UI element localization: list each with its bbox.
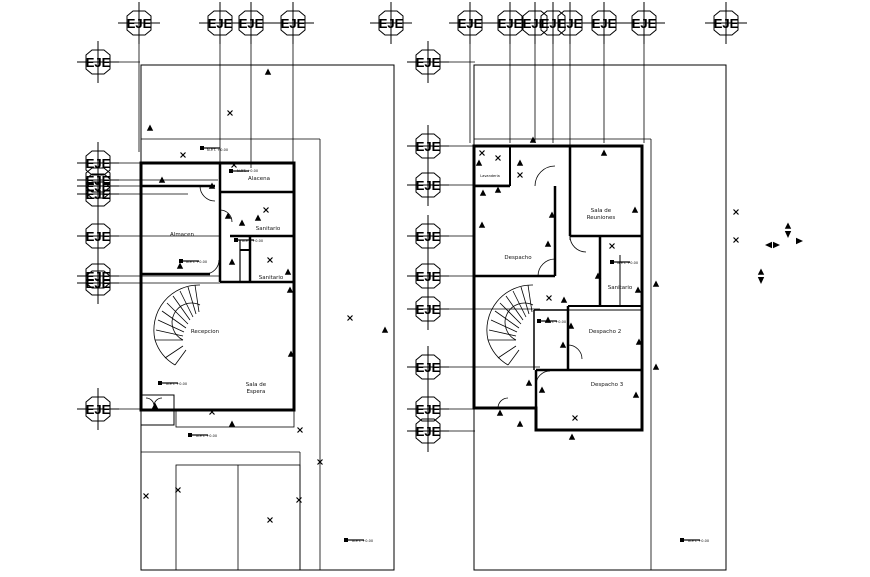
room-labels-right: Sala de Reuniones Despacho Sanitario Des…	[480, 174, 633, 388]
axis-label: EJE	[558, 16, 583, 31]
axis-label: EJE	[498, 16, 523, 31]
room-label-alacena: Alacena	[248, 176, 270, 182]
axis-label: EJE	[416, 178, 441, 193]
axis-label: EJE	[208, 16, 233, 31]
room-label-sala-reuniones: Reuniones	[587, 215, 616, 221]
axis-label: EJE	[239, 16, 264, 31]
axis-label: EJE	[416, 302, 441, 317]
room-label-sanitario: Sanitario	[259, 275, 284, 281]
room-label-lavanderia: Lavanderia	[480, 174, 499, 178]
room-label-sanitario: Sanitario	[256, 226, 281, 232]
axis-label: EJE	[541, 16, 566, 31]
axis-label: EJE	[458, 16, 483, 31]
north-arrow-icon	[757, 222, 803, 284]
level-note: N.P.T. +0.00	[242, 239, 263, 243]
room-labels-left: Almacen Alacena Sanitario Sanitario Rece…	[170, 176, 284, 395]
axis-label: EJE	[416, 229, 441, 244]
axis-label: EJE	[86, 173, 111, 188]
axis-label: EJE	[416, 55, 441, 70]
level-note: N.P.T. +0.00	[166, 382, 187, 386]
axis-label: EJE	[86, 55, 111, 70]
level-note: N.P.T. +0.00	[545, 320, 566, 324]
axis-label: EJE	[86, 179, 111, 194]
room-label-almacen: Almacen	[170, 232, 194, 238]
axis-label: EJE	[86, 229, 111, 244]
level-note: N.P.T. +0.00	[237, 169, 258, 173]
level-note: N.P.T. +0.00	[186, 260, 207, 264]
axis-label: EJE	[416, 139, 441, 154]
axis-label: EJE	[281, 16, 306, 31]
axis-label: EJE	[86, 276, 111, 291]
room-label-despacho-2: Despacho 2	[589, 329, 621, 335]
room-label-sala-espera: Espera	[247, 389, 266, 395]
level-note: N.P.T. +0.00	[688, 539, 709, 543]
axis-label: EJE	[592, 16, 617, 31]
level-note: N.P.T. +0.00	[352, 539, 373, 543]
room-label-despacho-3: Despacho 3	[591, 382, 624, 388]
axis-label: EJE	[127, 16, 152, 31]
axis-label: EJE	[86, 187, 111, 202]
room-label-sanitario: Sanitario	[608, 285, 633, 291]
room-label-sala-espera: Sala de	[246, 382, 267, 388]
room-label-despacho: Despacho	[504, 255, 532, 261]
axis-labels: EJE EJE EJE EJE EJE EJE EJE EJE EJE EJE …	[86, 16, 739, 439]
plan-symbols	[142, 68, 803, 543]
floor-plan-right	[472, 64, 727, 571]
axis-label: EJE	[416, 424, 441, 439]
axis-label: EJE	[416, 360, 441, 375]
axis-label: EJE	[523, 16, 548, 31]
level-notes: N.P.T. +0.00 N.P.T. +0.00 N.P.T. +0.00 N…	[166, 148, 709, 543]
axis-label: EJE	[86, 269, 111, 284]
axis-label: EJE	[416, 269, 441, 284]
level-note: N.P.T. +0.00	[196, 434, 217, 438]
axis-label: EJE	[416, 402, 441, 417]
axis-label: EJE	[86, 402, 111, 417]
level-note: N.P.T. +0.00	[617, 261, 638, 265]
axis-label: EJE	[379, 16, 404, 31]
room-label-recepcion: Recepcion	[191, 329, 220, 335]
level-note: N.P.T. +0.00	[207, 148, 228, 152]
axis-label: EJE	[632, 16, 657, 31]
floor-plan-left	[139, 64, 395, 571]
axis-label: EJE	[86, 156, 111, 171]
axis-label: EJE	[714, 16, 739, 31]
room-label-sala-reuniones: Sala de	[591, 208, 612, 214]
